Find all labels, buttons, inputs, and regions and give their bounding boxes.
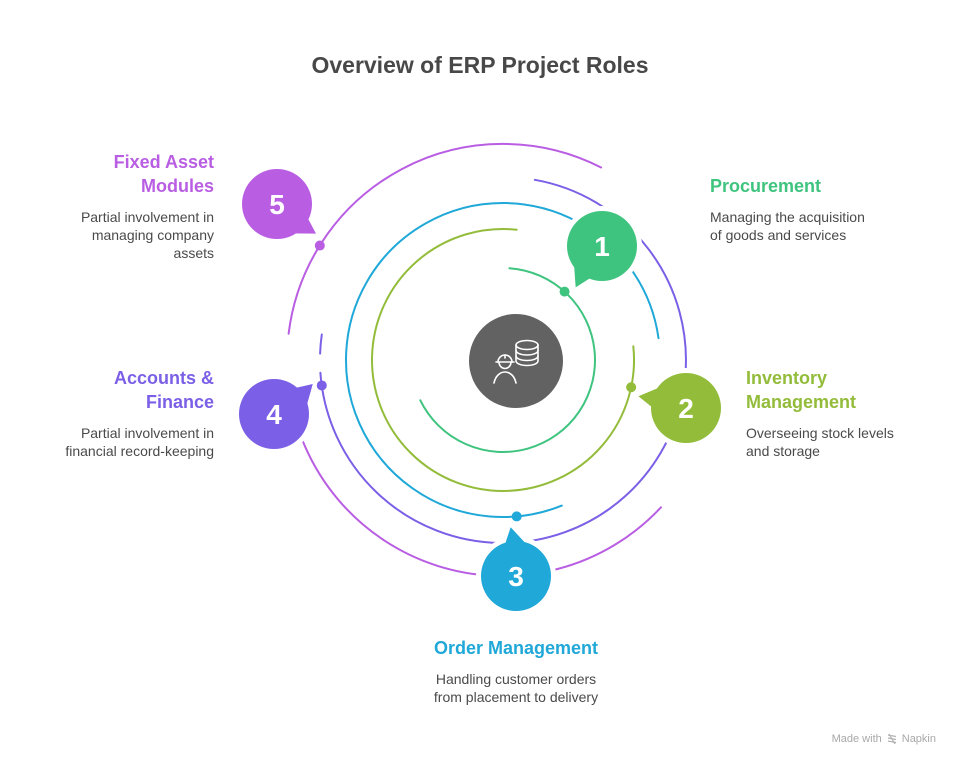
step-3-heading-line: Order Management: [433, 638, 599, 658]
step-5-description-line: assets: [173, 245, 214, 261]
step-3-block: Order Management Handling customer order…: [396, 636, 636, 706]
step-4-description-line: Partial involvement in: [80, 425, 214, 441]
step-5-block: Fixed Asset Modules Partial involvement …: [14, 150, 214, 262]
step-4-heading-line: Finance: [145, 392, 214, 412]
step-5-description-line: Partial involvement in: [80, 209, 214, 225]
step-1-description-line: Managing the acquisition: [710, 209, 865, 225]
step-5-number: 5: [269, 189, 285, 220]
step-4-ring-arc: [319, 178, 687, 544]
step-4-heading: Accounts & Finance: [14, 366, 214, 414]
step-2-ring-arc: [371, 228, 635, 492]
step-4-number: 4: [266, 399, 282, 430]
page-title: Overview of ERP Project Roles: [311, 52, 649, 78]
step-2-heading: Inventory Management: [746, 366, 946, 414]
step-4-description-line: financial record-keeping: [65, 443, 214, 459]
step-3-bubble: [476, 527, 556, 616]
step-1-description-line: of goods and services: [710, 227, 847, 243]
step-4-description: Partial involvement in financial record-…: [14, 424, 214, 460]
step-3-ring-arc: [345, 202, 578, 519]
center-hub: [469, 314, 563, 408]
step-2-description-line: and storage: [746, 443, 820, 459]
step-5-description: Partial involvement in managing company …: [14, 208, 214, 262]
step-3-description-line: from placement to delivery: [433, 689, 599, 705]
step-1-description: Managing the acquisition of goods and se…: [710, 208, 930, 244]
step-2-description-line: Overseeing stock levels: [746, 425, 894, 441]
step-5-heading-line: Fixed Asset: [113, 152, 214, 172]
step-2-ring-dot: [626, 382, 637, 393]
footer-attribution[interactable]: Made with Napkin: [832, 733, 936, 745]
step-2-heading-line: Inventory: [746, 368, 828, 388]
step-5-heading-line: Modules: [140, 176, 214, 196]
step-3-number: 3: [508, 561, 524, 592]
step-3-description: Handling customer orders from placement …: [396, 670, 636, 706]
engineer-database-icon: [493, 339, 539, 384]
step-5-heading: Fixed Asset Modules: [14, 150, 214, 198]
step-2-description: Overseeing stock levels and storage: [746, 424, 946, 460]
step-4-ring-dot: [316, 380, 327, 391]
step-1-block: Procurement Managing the acquisition of …: [710, 174, 930, 244]
footer-brand: Napkin: [901, 733, 936, 745]
step-1-heading: Procurement: [710, 174, 930, 198]
step-5-ring-arc: [287, 142, 603, 335]
step-2-block: Inventory Management Overseeing stock le…: [746, 366, 946, 460]
step-1-number: 1: [594, 231, 610, 262]
step-5-description-line: managing company: [91, 227, 214, 243]
step-5-ring-arc: [288, 389, 662, 577]
step-4-block: Accounts & Finance Partial involvement i…: [14, 366, 214, 460]
step-3-ring-dot: [511, 511, 522, 522]
step-3-ring-arc: [625, 262, 660, 340]
step-1-bubble: [562, 206, 642, 288]
step-1-ring-dot: [559, 286, 570, 297]
step-3-description-line: Handling customer orders: [435, 671, 597, 687]
step-5-ring-dot: [314, 240, 325, 251]
step-4-bubble: [234, 374, 314, 454]
step-4-heading-line: Accounts &: [113, 368, 214, 388]
step-2-bubble: [638, 368, 726, 448]
step-1-heading-line: Procurement: [710, 176, 822, 196]
napkin-logo-icon: [887, 733, 896, 745]
step-2-number: 2: [678, 393, 694, 424]
step-2-heading-line: Management: [746, 392, 857, 412]
step-5-bubble: [237, 164, 317, 244]
step-3-heading: Order Management: [396, 636, 636, 660]
footer-prefix: Made with: [831, 733, 882, 745]
step-4-ring-arc: [319, 333, 323, 355]
